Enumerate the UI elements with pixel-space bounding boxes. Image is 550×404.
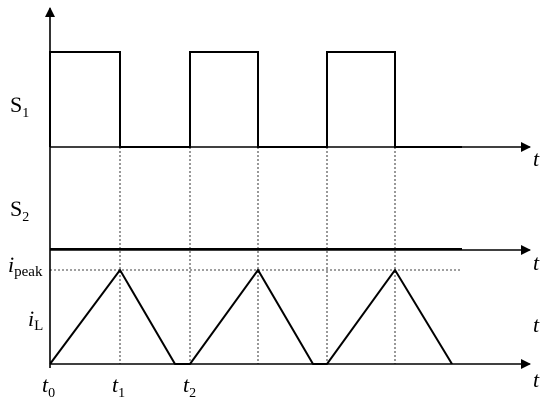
t1-label: t1: [112, 372, 125, 401]
dashed-guides: [119, 147, 396, 364]
t2-label: t2: [183, 372, 196, 401]
ipeak-label: ipeak: [8, 252, 43, 280]
s2-t-label: t: [533, 250, 540, 275]
s2-label: S2: [10, 196, 29, 225]
t0-label: t0: [42, 372, 55, 401]
bottom-t-label: t: [533, 367, 540, 392]
s1-t-label: t: [533, 146, 540, 171]
s1-label: S1: [10, 92, 29, 121]
s1-waveform: [49, 51, 462, 148]
il-waveform: [49, 268, 453, 365]
il-label: iL: [28, 306, 43, 334]
il-t-label: t: [533, 312, 540, 337]
